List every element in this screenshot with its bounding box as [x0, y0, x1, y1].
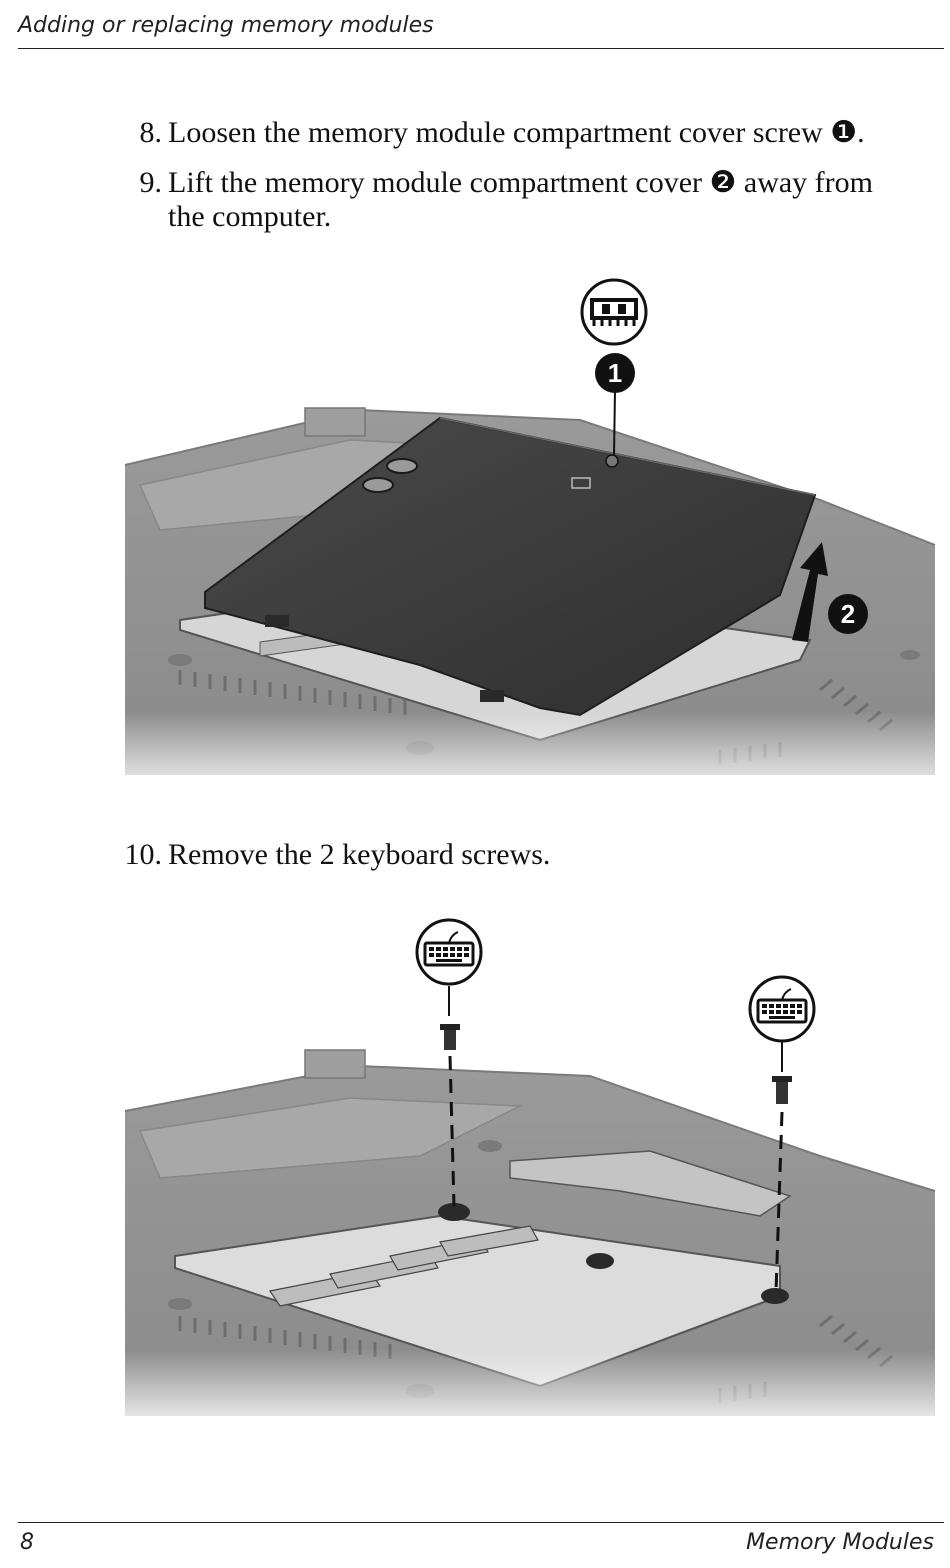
header-title: Adding or replacing memory modules: [18, 13, 434, 38]
section-title: Memory Modules: [746, 1530, 934, 1555]
page-number: 8: [20, 1530, 34, 1555]
step-10: 10. Remove the 2 keyboard screws.: [0, 838, 950, 874]
figure-keyboard-screws: [120, 916, 940, 1426]
step-number: 10.: [124, 838, 163, 871]
page-header: Adding or replacing memory modules: [18, 10, 944, 49]
step-number: 8.: [139, 116, 163, 149]
step-text-continued: the computer.: [168, 200, 332, 233]
keyboard-screws-illustration: [120, 916, 940, 1426]
step-text: Lift the memory module compartment cover…: [168, 166, 873, 199]
callout-2: 2: [828, 594, 868, 634]
keyboard-icon: [415, 918, 483, 986]
step-8: 8. Loosen the memory module compartment …: [0, 116, 950, 152]
step-9: 9. Lift the memory module compartment co…: [0, 166, 950, 238]
step-number: 9.: [139, 166, 163, 199]
callout-1: 1: [595, 353, 635, 393]
step-text: Remove the 2 keyboard screws.: [168, 838, 551, 871]
keyboard-icon: [748, 975, 816, 1043]
page-footer: 8 Memory Modules: [18, 1522, 944, 1563]
memory-cover-illustration: 1 2: [120, 270, 940, 790]
figure-memory-cover: 1 2: [120, 270, 940, 790]
step-text: Loosen the memory module compartment cov…: [168, 116, 865, 149]
callout-1-label: 1: [608, 358, 622, 388]
callout-2-label: 2: [841, 599, 855, 629]
memory-module-icon: [580, 278, 648, 346]
